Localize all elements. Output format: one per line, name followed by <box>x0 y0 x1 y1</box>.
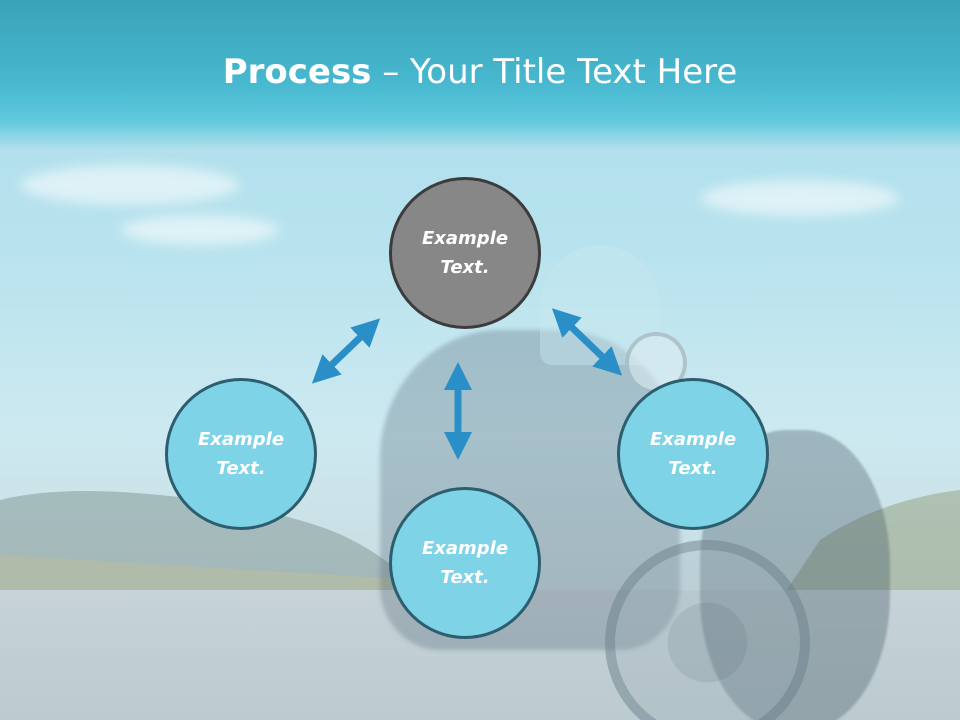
node-label: Example Text. <box>649 429 737 479</box>
node-label: Example Text. <box>421 228 509 278</box>
process-node-right[interactable]: Example Text. <box>617 378 769 530</box>
motorcycle-wheel <box>605 540 810 720</box>
process-node-left[interactable]: Example Text. <box>165 378 317 530</box>
process-node-bottom[interactable]: Example Text. <box>389 487 541 639</box>
hills <box>0 490 960 600</box>
node-label: Example Text. <box>197 429 285 479</box>
title-rest: – Your Title Text Here <box>371 52 738 92</box>
title-bold: Process <box>222 52 372 92</box>
node-label: Example Text. <box>421 538 509 588</box>
process-node-center[interactable]: Example Text. <box>389 177 541 329</box>
double-arrow-icon <box>551 308 623 376</box>
page-title: Process – Your Title Text Here <box>0 52 960 92</box>
cloud <box>120 215 280 245</box>
cloud <box>700 180 900 216</box>
double-arrow-icon <box>311 318 381 384</box>
title-band <box>0 0 960 150</box>
cloud <box>20 165 240 205</box>
